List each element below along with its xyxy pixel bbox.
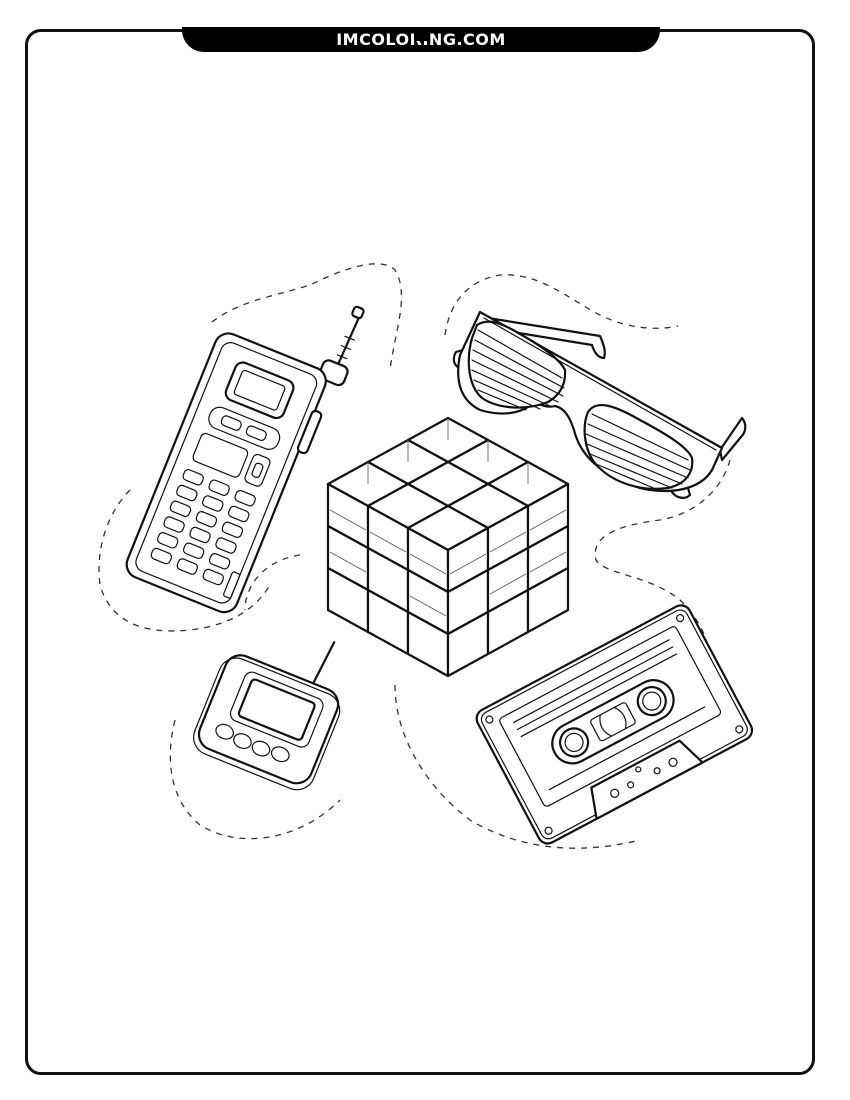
- rubiks-cube-icon: [326, 416, 570, 678]
- cassette-tape-icon: [475, 604, 754, 845]
- site-banner: IMCOLORING.COM: [182, 27, 660, 52]
- shutter-shades-icon: [452, 310, 747, 499]
- pager-icon: [193, 641, 341, 791]
- brick-phone-icon: [125, 305, 365, 614]
- dashed-paths: [98, 263, 731, 849]
